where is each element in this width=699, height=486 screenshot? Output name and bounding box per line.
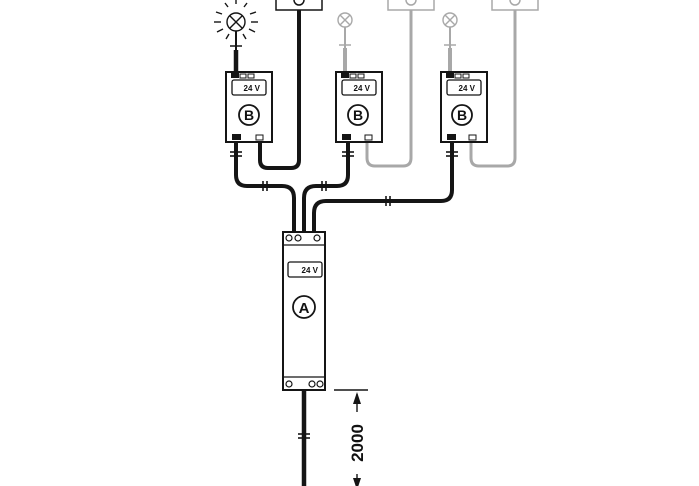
unit-b1-voltage-label: 24 V [244, 84, 261, 93]
dimension-label: 2000 [348, 424, 367, 462]
switch-box-1 [275, 0, 323, 11]
unit-b1 [225, 71, 273, 143]
unit-b2-voltage-label: 24 V [354, 84, 371, 93]
unit-b1-letter: B [244, 107, 254, 123]
lamp-off-icon [442, 12, 458, 28]
feed-cable-b1 [234, 142, 296, 232]
lamp-off-icon [337, 12, 353, 28]
unit-b2 [335, 71, 383, 143]
switch-wire-1 [258, 10, 301, 170]
unit-b3-letter: B [457, 107, 467, 123]
dimension-line [334, 389, 368, 486]
feed-cable-b3 [312, 142, 454, 232]
switch-box-3 [491, 0, 539, 11]
unit-a-letter: A [299, 300, 310, 317]
switch-wire-3 [469, 10, 517, 168]
unit-b2-letter: B [353, 107, 363, 123]
unit-a [282, 231, 326, 391]
lamp-lit-icon [214, 0, 258, 40]
unit-b3 [440, 71, 488, 143]
mains-cable-ticks [298, 433, 310, 439]
cable-marker-ticks [230, 151, 458, 206]
switch-wire-2 [365, 10, 413, 168]
unit-b3-voltage-label: 24 V [459, 84, 476, 93]
unit-a-voltage-label: 24 V [302, 266, 319, 275]
switch-box-2 [387, 0, 435, 11]
